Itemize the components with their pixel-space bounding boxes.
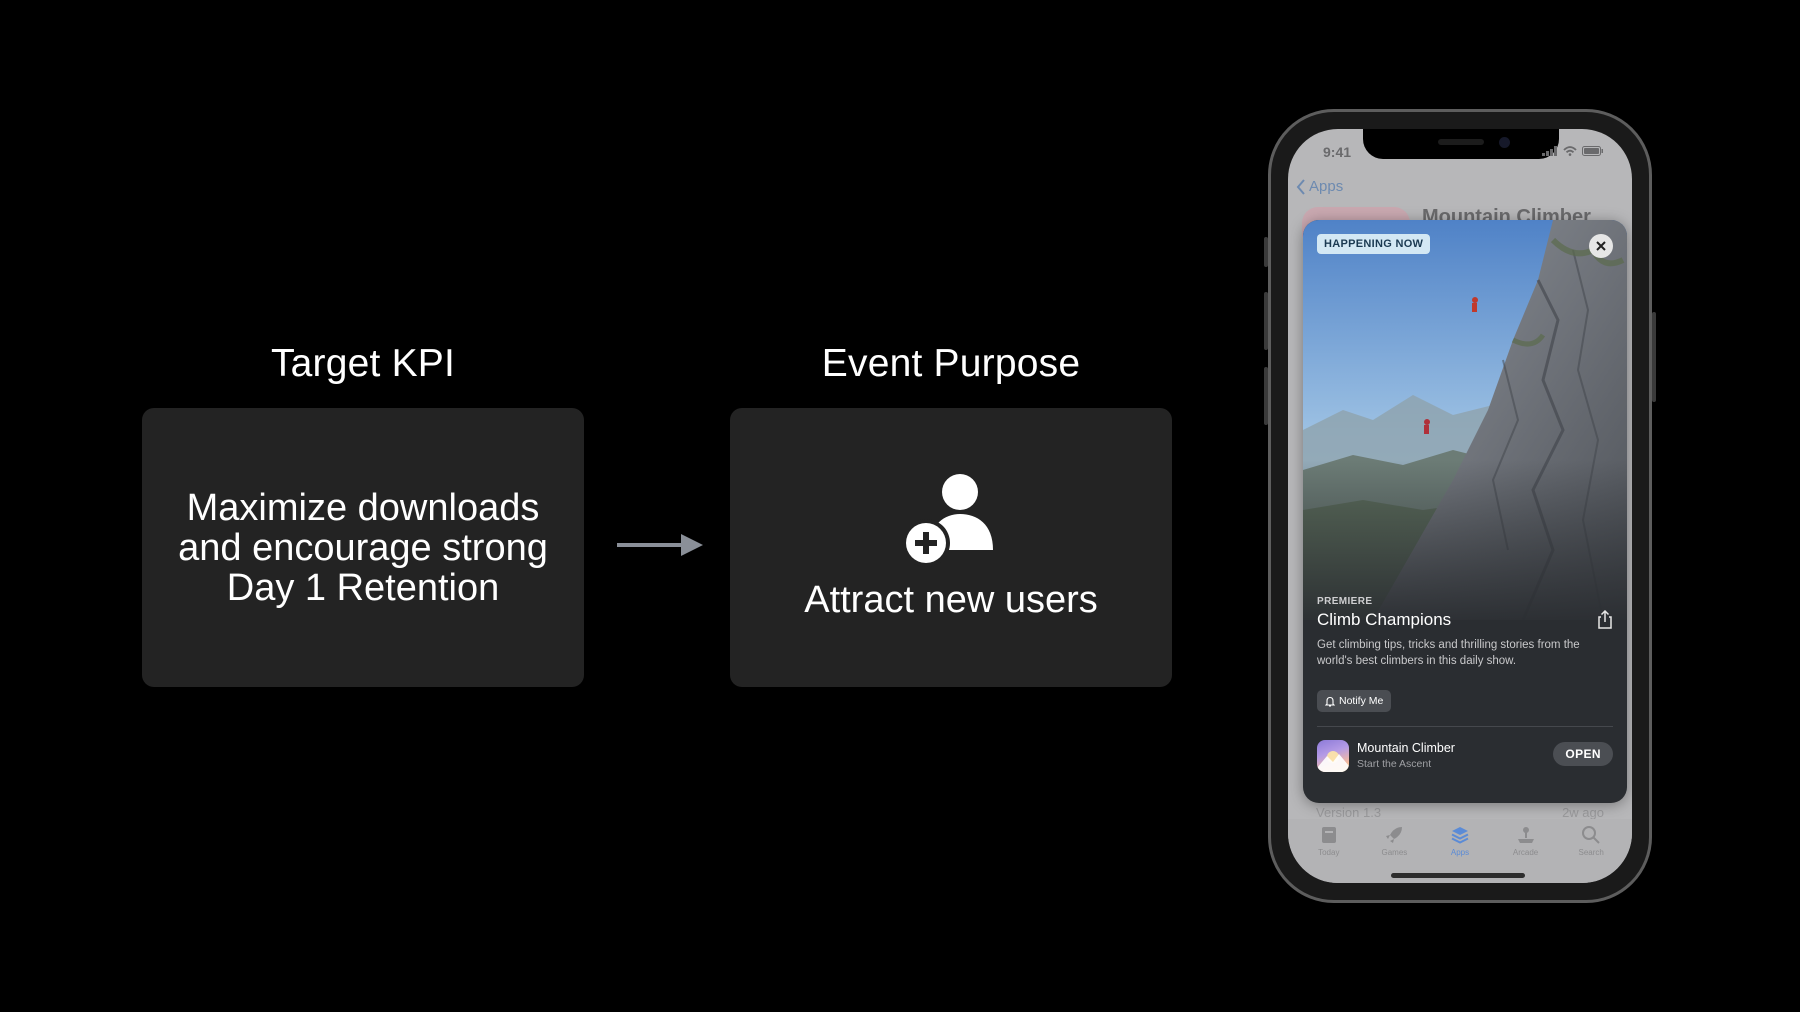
notch-speaker [1438,139,1484,145]
tab-search-label: Search [1578,848,1604,857]
tab-arcade[interactable]: Arcade [1500,819,1552,883]
happening-now-badge: HAPPENING NOW [1317,234,1431,254]
wifi-icon [1563,146,1577,156]
event-gradient-overlay [1303,460,1627,630]
tab-search[interactable]: Search [1565,819,1617,883]
open-button[interactable]: OPEN [1553,742,1613,766]
share-icon [1598,609,1612,629]
background-version: Version 1.3 [1316,805,1382,820]
event-description: Get climbing tips, tricks and thrilling … [1317,639,1580,667]
event-purpose-title: Event Purpose [821,342,1081,385]
phone-volume-down [1264,367,1268,425]
status-icons [1542,146,1604,156]
bell-icon [1325,696,1335,707]
phone-mute-switch [1264,237,1268,267]
in-app-event-card[interactable]: HAPPENING NOW PREMIERE Climb Champions G… [1303,220,1627,803]
phone-volume-up [1264,292,1268,350]
target-kpi-text: Maximize downloads and encourage strong … [178,486,548,609]
tab-games[interactable]: Games [1368,819,1420,883]
app-subtitle: Start the Ascent [1357,758,1432,770]
phone-side-button [1652,312,1656,402]
front-camera [1499,137,1510,148]
event-title: Climb Champions [1317,610,1452,629]
notify-me-button[interactable]: Notify Me [1317,690,1392,712]
notify-me-label: Notify Me [1339,695,1384,707]
right-arrow-icon [617,534,703,556]
phone-screen: 9:41 Apps [1288,129,1632,883]
tab-arcade-label: Arcade [1512,848,1539,857]
tab-today-label: Today [1318,848,1340,857]
tab-apps[interactable]: Apps [1434,819,1486,883]
mountain-icon [1317,751,1349,772]
mountain-climber-app-icon[interactable] [1317,740,1349,772]
joystick-icon [1517,827,1534,843]
rocket-icon [1386,827,1403,843]
back-button-label: Apps [1309,178,1344,195]
background-version-date: 2w ago [1562,805,1604,820]
battery-icon [1582,146,1603,156]
chevron-left-icon [1296,178,1305,195]
iphone-frame: 9:41 Apps [1264,109,1656,903]
home-indicator[interactable] [1391,873,1525,878]
event-type-label: PREMIERE [1317,596,1373,607]
apps-stack-icon [1451,827,1469,844]
today-icon [1321,827,1336,843]
close-icon [1596,241,1606,251]
event-purpose-text: Attract new users [804,579,1098,621]
target-kpi-title: Target KPI [270,342,456,385]
close-button[interactable] [1589,234,1613,258]
add-user-icon [902,474,993,567]
tab-today[interactable]: Today [1303,819,1355,883]
status-time: 9:41 [1323,144,1352,160]
app-name: Mountain Climber [1357,741,1455,755]
search-icon [1582,826,1600,844]
share-button[interactable] [1597,609,1613,634]
event-purpose-card: Attract new users [730,408,1172,687]
back-button[interactable]: Apps [1296,178,1343,195]
tab-games-label: Games [1381,848,1408,857]
phone-notch [1363,129,1559,159]
tab-bar: Today Games Apps [1288,819,1632,883]
cellular-signal-icon [1542,146,1557,156]
event-divider [1317,726,1613,727]
tab-apps-label: Apps [1450,848,1470,857]
target-kpi-card: Maximize downloads and encourage strong … [142,408,584,687]
